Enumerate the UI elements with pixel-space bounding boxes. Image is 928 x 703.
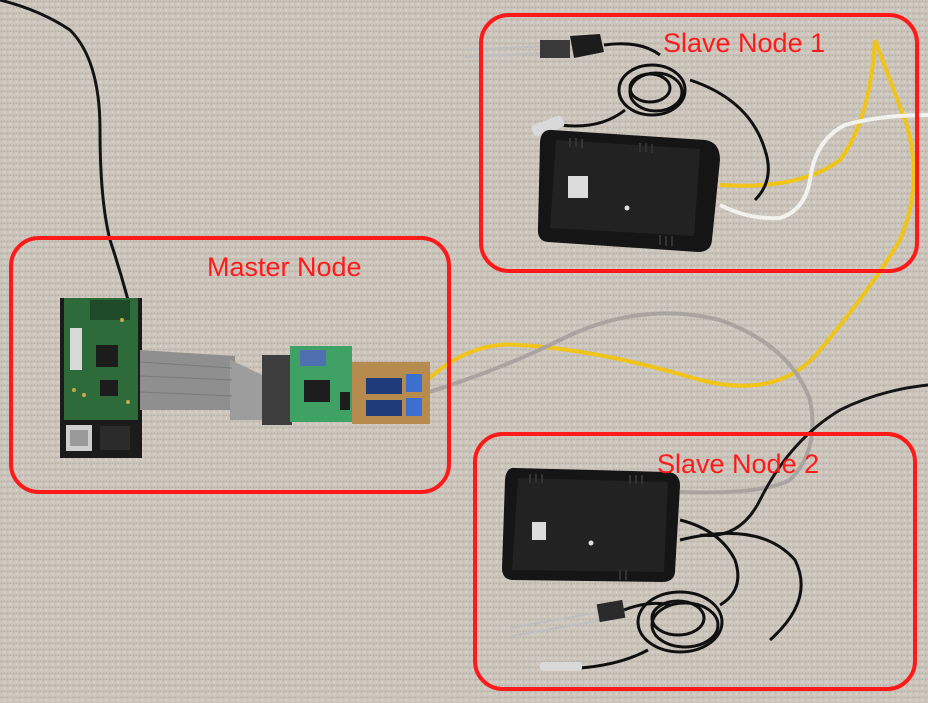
slave-node-1	[464, 34, 770, 252]
master-node	[60, 298, 430, 458]
soil-probe-1	[464, 34, 604, 58]
coiled-wire-1	[559, 42, 770, 202]
master-highlight-box	[9, 236, 451, 494]
black-cable	[699, 383, 928, 538]
ribbon-cable	[139, 350, 270, 420]
slave1-highlight-box	[479, 13, 919, 273]
master-node-label: Master Node	[207, 252, 362, 282]
slave-node-1-label: Slave Node 1	[663, 28, 826, 58]
temp-probe-2	[540, 662, 582, 671]
slave-node-2	[502, 467, 803, 671]
rs485-board	[352, 362, 430, 424]
slave-enclosure-1	[537, 129, 720, 252]
grey-cable	[419, 311, 815, 495]
soil-probe-2	[509, 599, 626, 637]
slave-enclosure-2	[502, 467, 680, 582]
master-board	[60, 298, 142, 458]
interface-board	[262, 346, 352, 425]
slave2-highlight-box	[473, 432, 917, 691]
temp-probe-1	[531, 115, 565, 137]
coiled-wire-2	[579, 518, 803, 670]
white-cable	[719, 113, 928, 221]
power-cable	[0, 0, 130, 301]
yellow-cable	[423, 39, 916, 388]
slave-node-2-label: Slave Node 2	[657, 449, 820, 479]
